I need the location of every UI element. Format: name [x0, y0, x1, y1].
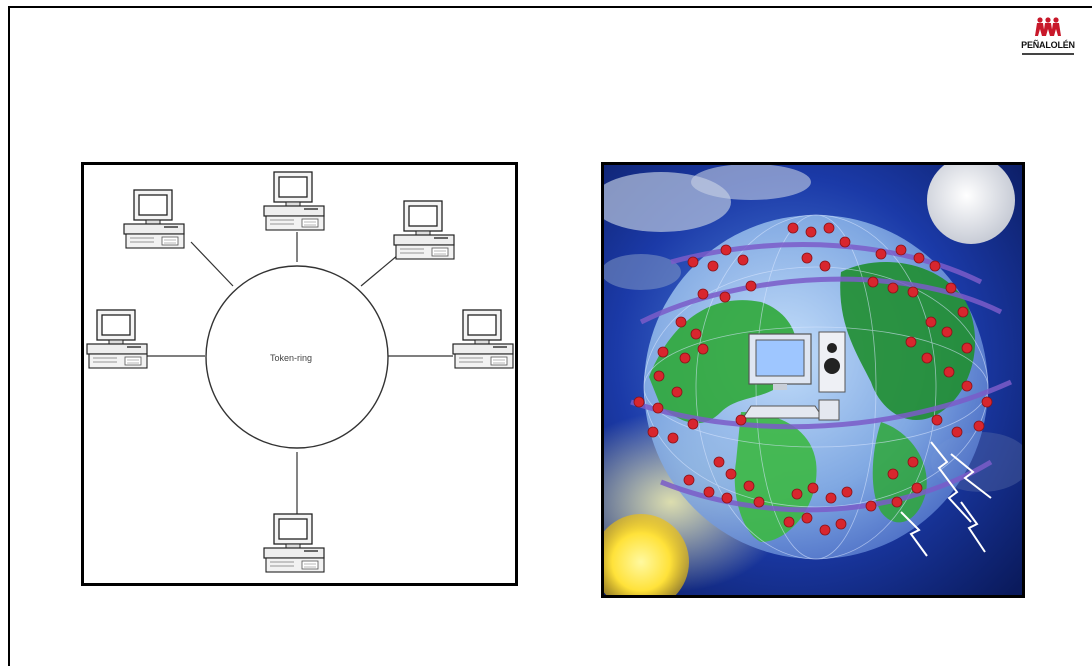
slide-border [8, 6, 10, 666]
token-ring-diagram: Token-ring [81, 162, 518, 586]
computer-icon [743, 332, 845, 420]
three-figures-logo-icon [1016, 16, 1080, 42]
logo-text: PEÑALOLÉN [1016, 40, 1080, 50]
globe-network-illustration [601, 162, 1025, 598]
logo-tagline-line [1022, 53, 1074, 55]
slide-border [8, 6, 1092, 8]
brand-logo: PEÑALOLÉN [1016, 16, 1080, 62]
ring-label: Token-ring [270, 353, 312, 363]
